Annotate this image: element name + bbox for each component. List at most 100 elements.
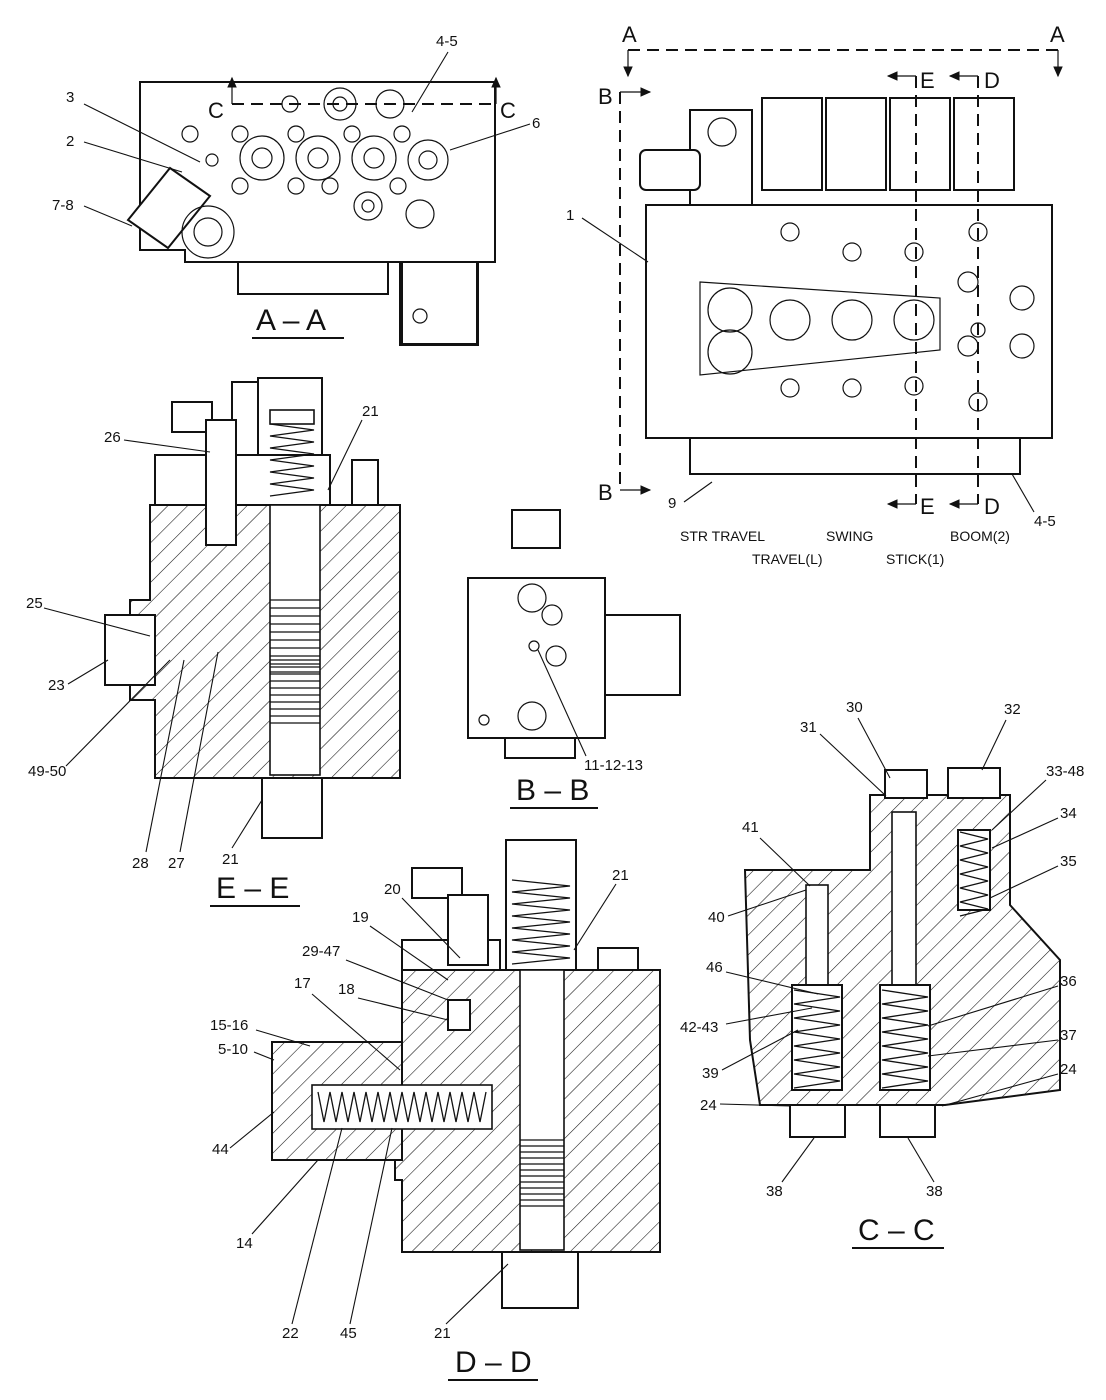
callout-4-5-right: 4-5 xyxy=(1034,513,1056,530)
port-aa-19 xyxy=(231,177,249,195)
callout-36: 36 xyxy=(1060,973,1077,990)
callout-32: 32 xyxy=(1004,701,1021,718)
callout-26: 26 xyxy=(104,429,121,446)
cut-b-top: B xyxy=(598,84,613,109)
callout-44: 44 xyxy=(212,1141,229,1158)
port-aa-13 xyxy=(361,199,375,213)
callout-37: 37 xyxy=(1060,1027,1077,1044)
callout-39: 39 xyxy=(702,1065,719,1082)
cut-a-left: A xyxy=(622,22,637,47)
callout-20: 20 xyxy=(384,881,401,898)
callout-6: 6 xyxy=(532,115,540,132)
callout-21-dd-bot: 21 xyxy=(434,1325,451,1342)
port-aa-23 xyxy=(205,153,219,167)
spring-cc-2 xyxy=(959,831,989,917)
bolt-main-1 xyxy=(707,329,753,375)
callout-46: 46 xyxy=(706,959,723,976)
bolt-main-3 xyxy=(831,299,873,341)
callout-42-43: 42-43 xyxy=(680,1019,718,1036)
view-b-b: B – B xyxy=(467,509,681,809)
callout-30: 30 xyxy=(846,699,863,716)
cut-b-bottom: B xyxy=(598,480,613,505)
callout-4-5-top: 4-5 xyxy=(436,33,458,50)
callout-34: 34 xyxy=(1060,805,1077,822)
cut-d-bottom: D xyxy=(984,494,1000,519)
callout-29-47: 29-47 xyxy=(302,943,340,960)
bolt-main-14 xyxy=(1009,285,1035,311)
bolt-main-5 xyxy=(780,222,800,242)
cut-c-right: C xyxy=(500,98,516,123)
port-aa-7 xyxy=(418,150,438,170)
callout-35: 35 xyxy=(1060,853,1077,870)
spring-cc-1 xyxy=(881,989,929,1089)
port-aa-6 xyxy=(407,139,449,181)
callout-23: 23 xyxy=(48,677,65,694)
callout-5-10: 5-10 xyxy=(218,1041,248,1058)
callout-27: 27 xyxy=(168,855,185,872)
section-title-dd: D – D xyxy=(455,1346,532,1379)
port-aa-5 xyxy=(363,147,385,169)
section-title-bb: B – B xyxy=(516,774,589,807)
cut-a-right: A xyxy=(1050,22,1065,47)
callout-1: 1 xyxy=(566,207,574,224)
callout-33-48: 33-48 xyxy=(1046,763,1084,780)
port-aa-20 xyxy=(287,177,305,195)
port-aa-8 xyxy=(323,87,357,121)
callout-40: 40 xyxy=(708,909,725,926)
section-title-ee: E – E xyxy=(216,872,289,905)
label-travel-l: TRAVEL(L) xyxy=(752,551,823,567)
callout-25: 25 xyxy=(26,595,43,612)
view-e-e: E – E xyxy=(104,377,401,907)
view-main-valve: A A B B E D E D STR TRAVEL SWING BOOM(2)… xyxy=(598,22,1065,567)
callout-28: 28 xyxy=(132,855,149,872)
bolt-main-11 xyxy=(904,376,924,396)
port-aa-21 xyxy=(321,177,339,195)
bolt-main-6 xyxy=(842,242,862,262)
callout-18: 18 xyxy=(338,981,355,998)
bolt-main-4 xyxy=(893,299,935,341)
port-aa-18 xyxy=(393,125,411,143)
bolt-main-8 xyxy=(968,222,988,242)
bolt-main-7 xyxy=(904,242,924,262)
label-swing: SWING xyxy=(826,528,873,544)
port-aa-4 xyxy=(351,135,397,181)
bolt-main-13 xyxy=(957,271,979,293)
view-c-c: C – C xyxy=(743,767,1061,1249)
callout-38-left: 38 xyxy=(766,1183,783,1200)
port-aa-0 xyxy=(239,135,285,181)
view-a-a: C C A – A xyxy=(126,76,516,346)
view-d-d: D – D xyxy=(271,839,661,1381)
port-aa-16 xyxy=(287,125,305,143)
callout-14: 14 xyxy=(236,1235,253,1252)
cut-d-top: D xyxy=(984,68,1000,93)
callout-24-left: 24 xyxy=(700,1097,717,1114)
cut-e-top: E xyxy=(920,68,935,93)
section-title-cc: C – C xyxy=(858,1214,935,1247)
callout-21-ee-bot: 21 xyxy=(222,851,239,868)
port-aa-17 xyxy=(343,125,361,143)
port-aa-2 xyxy=(295,135,341,181)
callout-21-ee-top: 21 xyxy=(362,403,379,420)
callout-21-dd-top: 21 xyxy=(612,867,629,884)
callout-31: 31 xyxy=(800,719,817,736)
label-boom2: BOOM(2) xyxy=(950,528,1010,544)
callout-2: 2 xyxy=(66,133,74,150)
port-aa-1 xyxy=(251,147,273,169)
bolt-main-16 xyxy=(1009,333,1035,359)
label-stick1: STICK(1) xyxy=(886,551,944,567)
callout-3: 3 xyxy=(66,89,74,106)
callout-15-16: 15-16 xyxy=(210,1017,248,1034)
cut-e-bottom: E xyxy=(920,494,935,519)
section-title-aa: A – A xyxy=(256,304,326,337)
port-aa-22 xyxy=(389,177,407,195)
callouts: 4-5 3 2 7-8 6 1 9 4-5 26 21 25 23 49-50 … xyxy=(26,33,1084,1342)
bolt-main-2 xyxy=(769,299,811,341)
port-aa-3 xyxy=(307,147,329,169)
callout-9: 9 xyxy=(668,495,676,512)
bolt-main-10 xyxy=(842,378,862,398)
bolt-main-9 xyxy=(780,378,800,398)
callout-45: 45 xyxy=(340,1325,357,1342)
port-aa-14 xyxy=(181,125,199,143)
port-aa-12 xyxy=(353,191,383,221)
